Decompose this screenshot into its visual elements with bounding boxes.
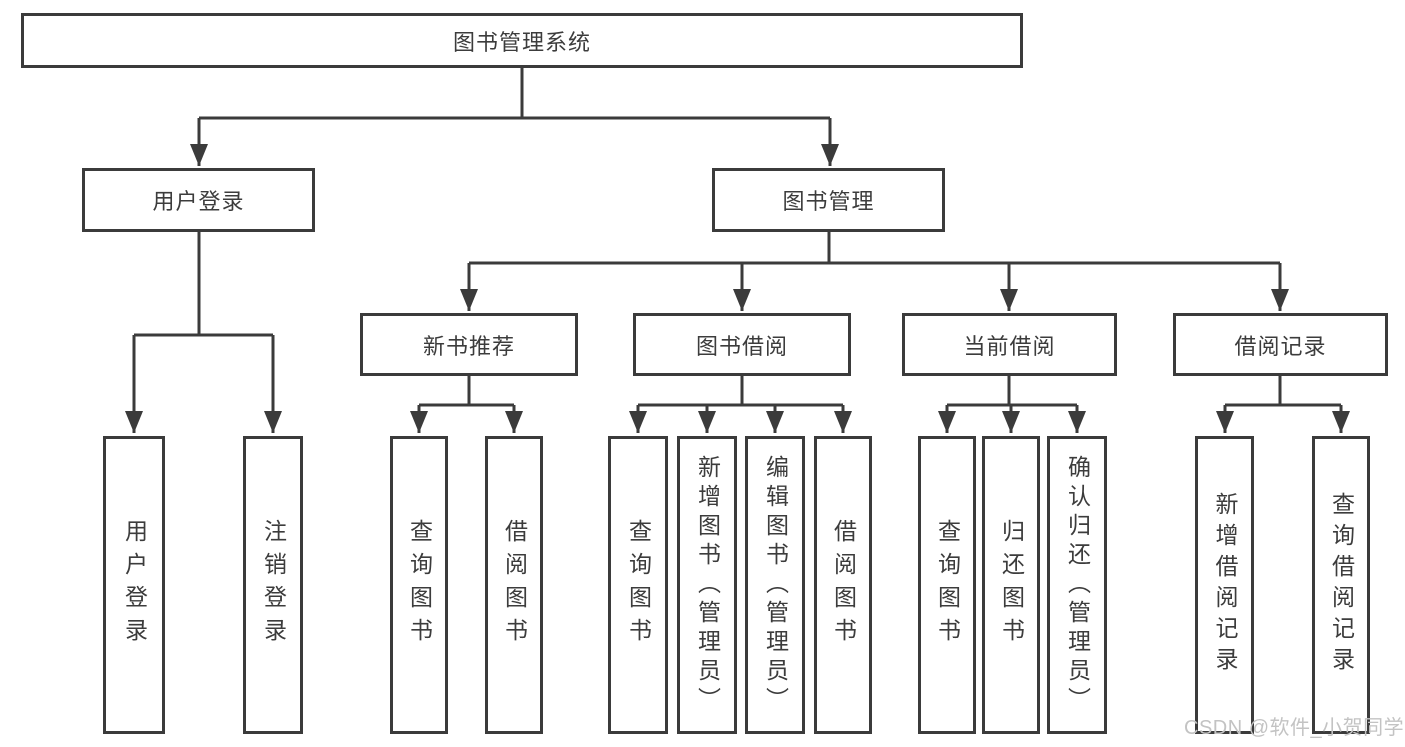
connector-root-trunk <box>199 68 830 120</box>
connector-book-borrowing-trunk <box>638 376 843 407</box>
node-box-user-login: 用户登录 <box>82 168 315 232</box>
node-box-bb-add-books: 新增图书（管理员） <box>677 436 737 734</box>
node-box-bb-borrow-books: 借阅图书 <box>814 436 872 734</box>
node-box-borrowing-records: 借阅记录 <box>1173 313 1388 376</box>
csdn-watermark: CSDN @软件_小贺同学 <box>1184 717 1405 739</box>
node-box-new-book-recommend: 新书推荐 <box>360 313 578 376</box>
connector-user-login-trunk <box>134 232 273 337</box>
connector-book-management-trunk <box>469 232 1280 265</box>
node-box-bb-edit-books: 编辑图书（管理员） <box>745 436 805 734</box>
connector-borrowing-records-trunk <box>1225 376 1341 407</box>
node-box-rec-query-books: 查询图书 <box>390 436 448 734</box>
node-box-cb-confirm-return: 确认归还（管理员） <box>1047 436 1107 734</box>
node-box-bb-query-books: 查询图书 <box>608 436 668 734</box>
node-box-cb-query-books: 查询图书 <box>918 436 976 734</box>
connector-current-borrowing-trunk <box>947 376 1077 407</box>
node-box-user-login-action: 用户登录 <box>103 436 165 734</box>
node-box-current-borrowing: 当前借阅 <box>902 313 1117 376</box>
node-box-book-management: 图书管理 <box>712 168 945 232</box>
node-box-root: 图书管理系统 <box>21 13 1023 68</box>
connector-new-book-recommend-trunk <box>419 376 514 407</box>
node-box-br-query-borrow-record: 查询借阅记录 <box>1312 436 1370 734</box>
node-box-br-add-borrow-record: 新增借阅记录 <box>1195 436 1254 734</box>
node-box-book-borrowing: 图书借阅 <box>633 313 851 376</box>
node-box-logout-action: 注销登录 <box>243 436 303 734</box>
node-box-cb-return-books: 归还图书 <box>982 436 1040 734</box>
node-box-rec-borrow-books: 借阅图书 <box>485 436 543 734</box>
